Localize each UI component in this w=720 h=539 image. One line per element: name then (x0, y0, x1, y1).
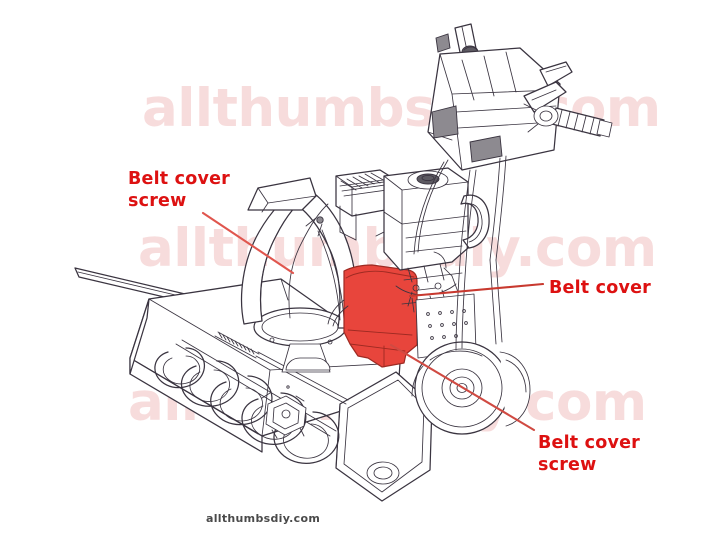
footer-caption: allthumbsdiy.com (206, 512, 321, 525)
callout-label-belt-cover-screw-bottom: Belt cover screw (538, 433, 640, 475)
callout-label-belt-cover: Belt cover (549, 278, 651, 298)
auger-spirals (154, 339, 340, 464)
leader-line-belt-cover-screw-top (201, 211, 295, 275)
discharge-chute (240, 177, 357, 373)
linkage-rods (327, 299, 349, 327)
auger-cable-spring (214, 331, 349, 405)
leader-line-belt-cover (408, 282, 545, 298)
auger-gearbox (261, 392, 307, 439)
callout-label-belt-cover-screw-top: Belt cover screw (128, 169, 230, 211)
leader-line-belt-cover-screw-bottom (389, 343, 536, 432)
control-panel (413, 23, 613, 351)
belt-cover (343, 264, 418, 368)
